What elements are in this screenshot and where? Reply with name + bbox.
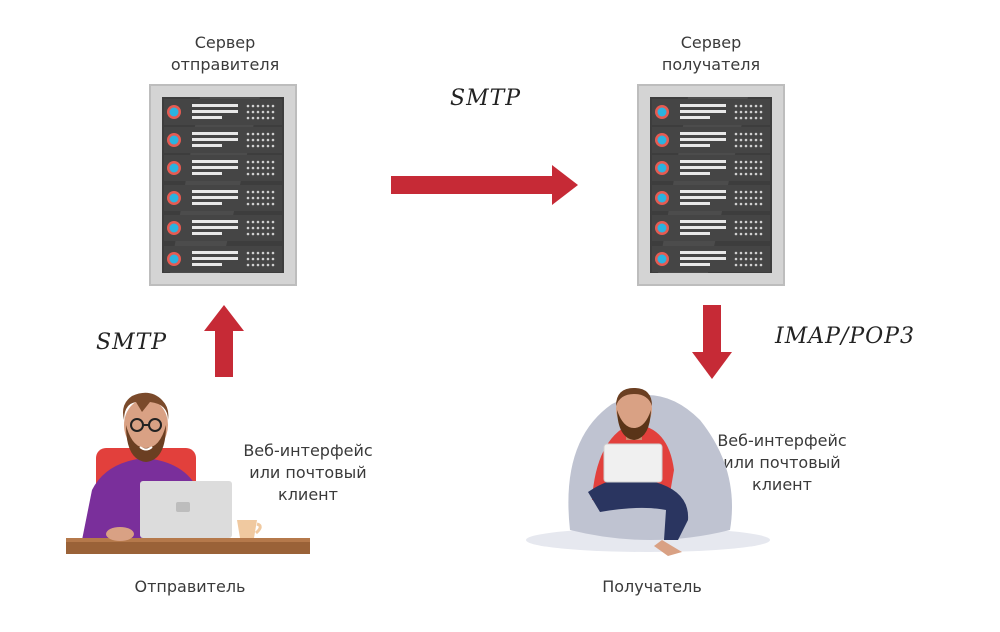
sender-server-label-line1: Сервер [194, 33, 256, 52]
sender-client-line1: Веб-интерфейс [243, 441, 373, 460]
protocol-smtp-left: SMTP [96, 330, 168, 355]
receiver-label: Получатель [602, 577, 702, 596]
sender-server-label: Сервер отправителя [150, 32, 300, 76]
sender-illustration [66, 392, 310, 554]
arrow-up-icon [204, 305, 244, 377]
protocol-imap-pop3: IMAP/POP3 [775, 324, 915, 349]
receiver-client-line2: или почтовый [723, 453, 841, 472]
receiver-server-label-line2: получателя [661, 55, 761, 74]
receiver-client-line1: Веб-интерфейс [717, 431, 847, 450]
receiver-server-label-line1: Сервер [680, 33, 742, 52]
arrow-down-icon [692, 305, 732, 379]
sender-client-line3: клиент [278, 485, 338, 504]
sender-server-icon [149, 84, 297, 286]
receiver-server-label: Сервер получателя [636, 32, 786, 76]
protocol-smtp-top: SMTP [450, 86, 522, 111]
receiver-server-icon [637, 84, 785, 286]
sender-client-line2: или почтовый [249, 463, 367, 482]
arrow-right-icon [391, 165, 578, 205]
receiver-client-label: Веб-интерфейс или почтовый клиент [702, 430, 862, 496]
sender-label: Отправитель [134, 577, 246, 596]
sender-client-label: Веб-интерфейс или почтовый клиент [228, 440, 388, 506]
sender-server-label-line2: отправителя [170, 55, 280, 74]
receiver-illustration [526, 388, 770, 556]
receiver-client-line3: клиент [752, 475, 812, 494]
